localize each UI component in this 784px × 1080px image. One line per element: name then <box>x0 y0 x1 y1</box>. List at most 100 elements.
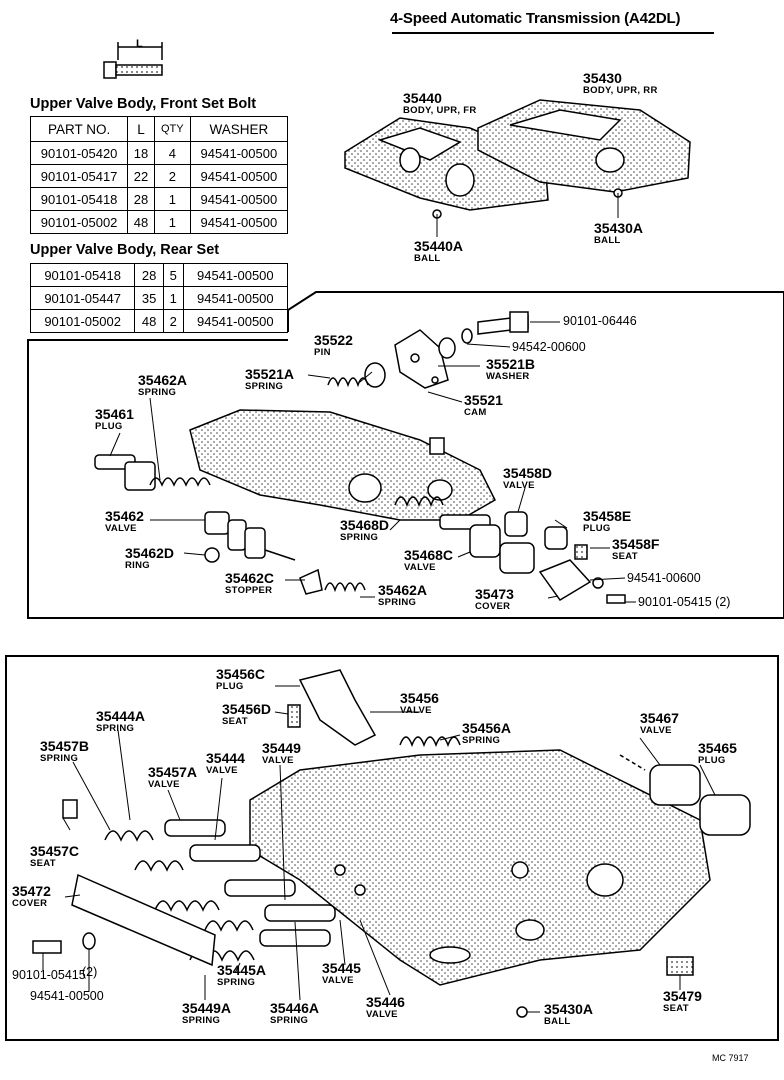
part-label-94541-00500: 94541-00500 <box>30 989 104 1003</box>
table-cell: 94541-00500 <box>182 286 289 310</box>
table-cell: 28 <box>127 187 155 211</box>
part-label-qty-2: (2) <box>82 965 98 979</box>
part-label-90101-06446: 90101-06446 <box>563 314 637 328</box>
diagram-title: 4-Speed Automatic Transmission (A42DL) <box>390 10 681 27</box>
upper-front-body <box>344 117 549 219</box>
front-table-title: Upper Valve Body, Front Set Bolt <box>30 96 257 112</box>
lower-front-body <box>189 409 496 521</box>
header-length: L <box>127 116 155 142</box>
bottom-valve-set <box>32 669 751 1018</box>
header-part-no: PART NO. <box>29 116 129 142</box>
part-label-94541-00600: 94541-00600 <box>627 571 701 585</box>
table-cell: 90101-05418 <box>29 263 136 287</box>
upper-rear-body <box>477 99 691 198</box>
table-cell: 1 <box>153 210 191 234</box>
table-cell: 5 <box>162 263 184 287</box>
table-cell: 90101-05447 <box>29 286 136 310</box>
rear-table-title: Upper Valve Body, Rear Set <box>30 242 220 258</box>
figure-code: MC 7917 <box>712 1053 749 1063</box>
table-cell: 94541-00500 <box>189 187 289 211</box>
table-cell: 28 <box>134 263 164 287</box>
table-cell: 94541-00500 <box>189 141 289 165</box>
table-cell: 2 <box>153 164 191 188</box>
right-valve-train <box>394 496 626 604</box>
table-header-row: PART NO. L QTY WASHER <box>29 116 289 142</box>
part-label-94542-00600: 94542-00600 <box>512 340 586 354</box>
table-cell: 22 <box>127 164 155 188</box>
table-cell: 94541-00500 <box>182 263 289 287</box>
lower-rear-body <box>249 749 711 986</box>
table-cell: 94541-00500 <box>182 309 289 333</box>
table-cell: 90101-05002 <box>29 210 129 234</box>
left-valve-train <box>94 454 366 595</box>
table-cell: 1 <box>162 286 184 310</box>
header-qty: QTY <box>153 116 191 142</box>
table-cell: 90101-05418 <box>29 187 129 211</box>
table-cell: 1 <box>153 187 191 211</box>
cam-assembly <box>327 311 529 389</box>
bolt-length-label: L <box>136 38 143 50</box>
part-label-90101-05415: 90101-05415 <box>12 968 86 982</box>
leader-lines <box>42 193 716 1013</box>
title-underline <box>392 32 714 34</box>
table-cell: 48 <box>134 309 164 333</box>
bolt-length-sketch <box>103 42 163 79</box>
table-cell: 2 <box>162 309 184 333</box>
table-cell: 18 <box>127 141 155 165</box>
middle-section-frame <box>27 291 784 619</box>
table-cell: 90101-05420 <box>29 141 129 165</box>
table-cell: 94541-00500 <box>189 210 289 234</box>
header-washer: WASHER <box>189 116 289 142</box>
bottom-section-frame <box>5 655 779 1041</box>
table-cell: 94541-00500 <box>189 164 289 188</box>
table-cell: 90101-05002 <box>29 309 136 333</box>
table-cell: 4 <box>153 141 191 165</box>
table-cell: 35 <box>134 286 164 310</box>
